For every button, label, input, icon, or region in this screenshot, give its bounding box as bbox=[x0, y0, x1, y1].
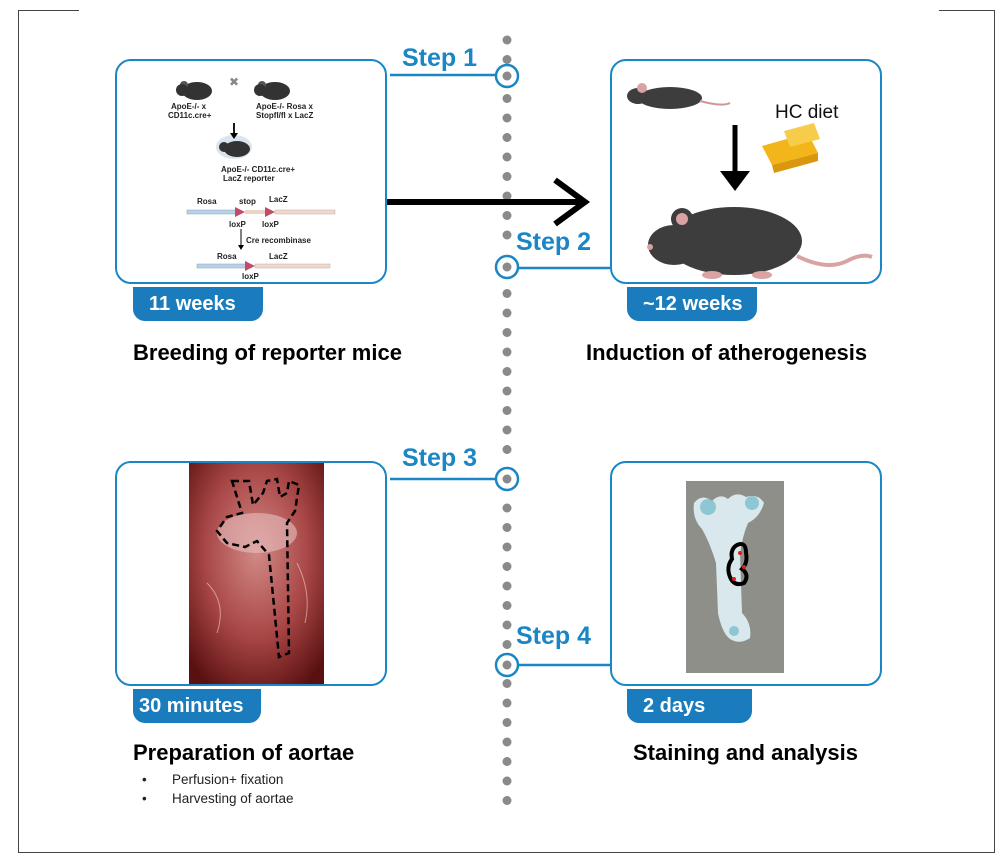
lacz-label-1: LacZ bbox=[269, 195, 288, 204]
substep-harvesting: Harvesting of aortae bbox=[172, 791, 294, 806]
rosa-label-2: Rosa bbox=[217, 252, 237, 261]
parent1-line1: ApoE-/- x bbox=[171, 102, 207, 111]
mouse-icon: ✖ bbox=[176, 75, 290, 159]
timeline-dot bbox=[502, 191, 512, 201]
timeline-dot bbox=[502, 152, 512, 162]
cheese-icon bbox=[762, 123, 820, 173]
step3-title: Preparation of aortae bbox=[133, 740, 355, 765]
loxp-label-1: loxP bbox=[229, 220, 247, 229]
timeline-dot bbox=[502, 308, 512, 318]
step1-title: Breeding of reporter mice bbox=[133, 340, 402, 365]
timeline-dot bbox=[502, 757, 512, 766]
timeline-dot bbox=[502, 737, 512, 747]
loxp-label-2: loxP bbox=[262, 220, 280, 229]
timeline-dot bbox=[502, 503, 512, 513]
timeline-dot bbox=[502, 640, 512, 649]
lacz-label-2: LacZ bbox=[269, 252, 288, 261]
timeline-dot bbox=[502, 55, 512, 64]
aorta-dissection-photo bbox=[189, 463, 324, 684]
timeline-dot bbox=[502, 347, 512, 357]
cre-label: Cre recombinase bbox=[246, 236, 311, 245]
timeline-dot bbox=[502, 679, 512, 688]
diet-illustration: HC diet bbox=[627, 83, 873, 279]
loxp-label-3: loxP bbox=[242, 272, 260, 281]
step2-title: Induction of atherogenesis bbox=[586, 340, 868, 365]
timeline-dot bbox=[502, 698, 512, 708]
step4-label: Step 4 bbox=[516, 622, 592, 650]
timeline-dot bbox=[502, 776, 512, 786]
step2-duration-badge: ~12 weeks bbox=[627, 287, 757, 321]
timeline-dot bbox=[502, 35, 512, 45]
timeline-dot bbox=[502, 367, 512, 376]
stained-aorta-photo bbox=[686, 481, 784, 673]
step1-label: Step 1 bbox=[402, 44, 478, 72]
timeline-dot bbox=[502, 601, 512, 610]
diet-label: HC diet bbox=[775, 102, 839, 123]
list-item: •Perfusion+ fixation bbox=[142, 772, 284, 787]
timeline-dot bbox=[502, 289, 512, 298]
timeline-dot bbox=[502, 523, 512, 532]
breeding-panel: ✖ ApoE-/- x CD11c.cre+ ApoE-/- Rosa x St… bbox=[115, 59, 387, 284]
step3-duration-badge: 30 minutes bbox=[133, 689, 261, 723]
step1-duration-badge: 11 weeks bbox=[133, 287, 263, 321]
stop-label: stop bbox=[239, 197, 256, 206]
timeline-dot bbox=[502, 620, 512, 630]
offspring-line1: ApoE-/- CD11c.cre+ bbox=[221, 165, 295, 174]
timeline-dot bbox=[502, 425, 512, 435]
timeline-dot bbox=[502, 386, 512, 396]
timeline-dot bbox=[502, 113, 512, 123]
step3-label: Step 3 bbox=[402, 444, 478, 472]
rosa-label-1: Rosa bbox=[197, 197, 217, 206]
staining-panel bbox=[610, 461, 882, 686]
parent2-line1: ApoE-/- Rosa x bbox=[256, 102, 313, 111]
timeline-dot bbox=[502, 542, 512, 552]
timeline-dot bbox=[502, 328, 512, 337]
preparation-panel bbox=[115, 461, 387, 686]
timeline-dot bbox=[502, 445, 512, 454]
timeline-dot bbox=[502, 211, 512, 220]
timeline-dot bbox=[502, 133, 512, 142]
timeline-dot bbox=[502, 581, 512, 591]
step4-duration-badge: 2 days bbox=[627, 689, 752, 723]
timeline-dot bbox=[502, 230, 512, 240]
substep-perfusion: Perfusion+ fixation bbox=[172, 772, 284, 787]
timeline-dot bbox=[502, 94, 512, 103]
timeline-dot bbox=[502, 172, 512, 181]
timeline-dot bbox=[502, 406, 512, 415]
step2-label: Step 2 bbox=[516, 228, 592, 256]
figure-frame bbox=[18, 9, 995, 853]
diet-panel: HC diet bbox=[610, 59, 882, 284]
parent2-line2: Stopfl/fl x LacZ bbox=[256, 111, 313, 120]
step4-title: Staining and analysis bbox=[633, 740, 858, 765]
offspring-line2: LacZ reporter bbox=[223, 174, 275, 183]
list-item: •Harvesting of aortae bbox=[142, 791, 294, 806]
timeline-dot bbox=[502, 562, 512, 571]
timeline-dots bbox=[502, 35, 512, 805]
small-mouse-icon bbox=[627, 83, 731, 109]
timeline-dot bbox=[502, 796, 512, 805]
timeline-dot bbox=[502, 718, 512, 727]
parent1-line2: CD11c.cre+ bbox=[168, 111, 212, 120]
large-mouse-icon bbox=[647, 207, 873, 279]
svg-text:✖: ✖ bbox=[229, 75, 239, 89]
preparation-substeps: •Perfusion+ fixation •Harvesting of aort… bbox=[142, 772, 294, 810]
breeding-schematic: ✖ ApoE-/- x CD11c.cre+ ApoE-/- Rosa x St… bbox=[168, 75, 336, 281]
